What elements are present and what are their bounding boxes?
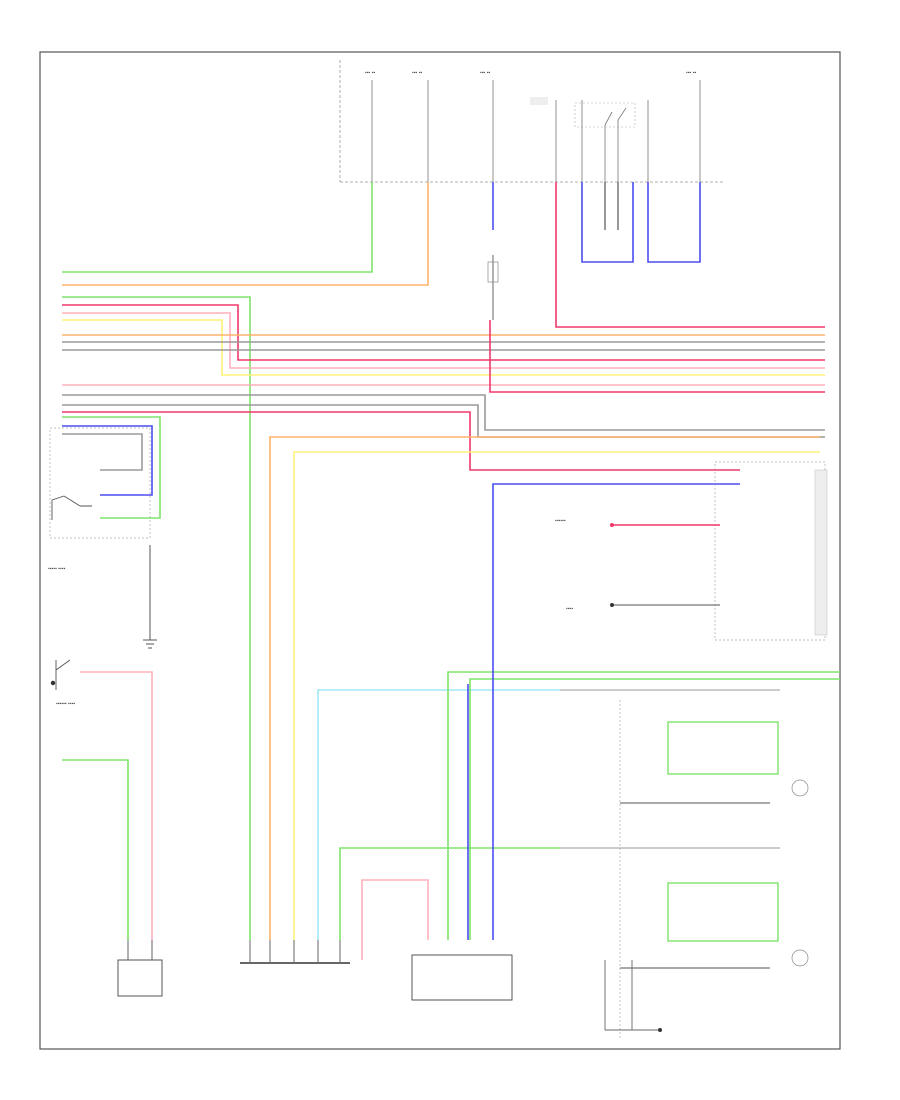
fuse-label-1: ▪▪▪ ▪▪	[365, 70, 375, 76]
left-lower-component: ▪▪▪▪▪▪ ▪▪▪▪	[50, 659, 75, 707]
diagram-frame	[39, 51, 841, 1050]
wire-green-left	[62, 759, 129, 940]
relay-label-box	[530, 97, 548, 105]
wire-blue-2	[62, 425, 153, 496]
fuse-block: ▪▪▪ ▪▪ ▪▪▪ ▪▪ ▪▪▪ ▪▪ ▪▪▪ ▪▪	[339, 60, 725, 183]
wire-gray-left	[62, 433, 143, 471]
wire-gray-4	[62, 404, 825, 438]
wire-pink-left	[80, 671, 153, 940]
wire-blue-long	[492, 483, 740, 940]
wire-green-4	[447, 671, 840, 940]
right-component-label-a: ▪▪▪▪▪▪	[555, 518, 566, 524]
wire-pink-1	[62, 312, 825, 369]
wire-pink-3	[361, 879, 429, 960]
right-connector	[604, 960, 662, 1032]
wire-red-4	[489, 320, 825, 393]
fuse-label-3: ▪▪▪ ▪▪	[480, 70, 490, 76]
relay-contacts	[574, 102, 636, 128]
wire-blue-loop-1	[581, 182, 634, 263]
left-lower-label: ▪▪▪▪▪▪ ▪▪▪▪	[56, 701, 75, 707]
wires-top	[62, 182, 825, 328]
fuse-label-4: ▪▪▪ ▪▪	[686, 70, 696, 76]
wire-yellow-2	[293, 451, 820, 940]
relay	[487, 255, 499, 320]
wires-center-lower	[317, 483, 840, 960]
right-component-label-b: ▪▪▪▪	[566, 606, 573, 612]
wire-red-3	[62, 304, 825, 361]
wire-red-2	[62, 296, 251, 940]
lower-mid-connector	[411, 954, 513, 1001]
center-connector	[240, 940, 350, 964]
left-ground	[143, 545, 157, 649]
wire-yellow-1	[62, 319, 825, 376]
wire-blue-loop-2	[647, 182, 701, 263]
wire-orange-1	[62, 182, 429, 286]
wire-gray-3	[62, 394, 825, 431]
wire-green-2	[62, 416, 161, 519]
wire-green-5	[469, 678, 840, 940]
wire-green-1	[62, 182, 373, 273]
left-lower-wires	[62, 671, 153, 940]
wire-red-top	[555, 182, 825, 328]
right-component: ▪▪▪▪▪▪ ▪▪▪▪	[555, 461, 828, 641]
wire-red-5	[62, 411, 740, 471]
fuse-label-2: ▪▪▪ ▪▪	[412, 70, 422, 76]
wires-left-bus	[62, 296, 825, 940]
wire-green-3	[339, 847, 560, 940]
left-switch-sublabel: ▪▪▪▪▪ ▪▪▪▪	[48, 566, 66, 572]
wire-orange-3	[269, 436, 820, 940]
left-connector	[117, 940, 163, 997]
left-switch: ▪▪▪▪▪ ▪▪▪▪	[48, 427, 151, 572]
wire-cyan	[317, 689, 560, 940]
right-sensors	[560, 689, 809, 1040]
